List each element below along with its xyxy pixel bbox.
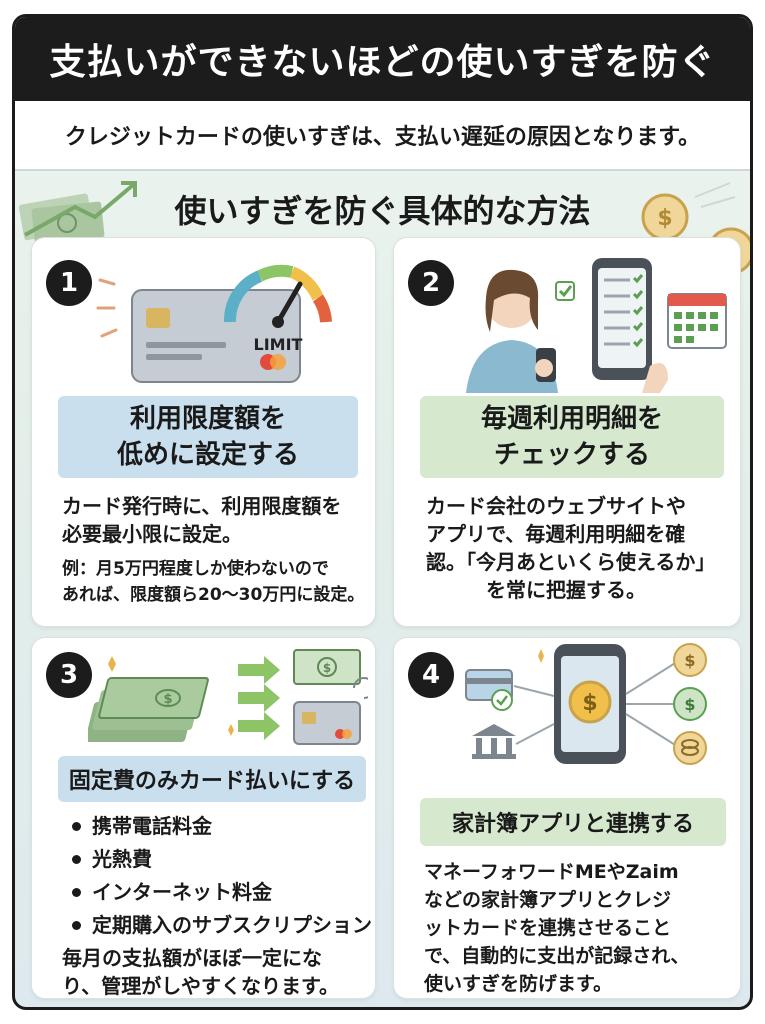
person-checking-phone-icon — [466, 258, 727, 393]
description-line: 毎月の支払額がほぼ一定にな — [62, 946, 322, 970]
limit-text: LIMIT — [254, 335, 303, 354]
step-number-badge: 3 — [46, 652, 92, 698]
list-item: インターネット料金 — [66, 876, 375, 909]
list-item: 定期購入のサブスクリプション — [66, 909, 375, 942]
method-description: マネーフォワードMEやZaim などの家計簿アプリとクレジ ットカードを連携させ… — [424, 858, 740, 998]
description-line: を常に把握する。 — [486, 578, 646, 602]
description-line: ットカードを連携させること — [424, 917, 672, 939]
method-card-4: 4 $ $ $ 家計 — [393, 637, 741, 999]
example-line: 例：月5万円程度しか使わないので — [62, 559, 329, 579]
description-line: で、自動的に支出が記録され、 — [424, 945, 690, 967]
list-item: 光熱費 — [66, 843, 375, 876]
description-line: 必要最小限に設定。 — [62, 522, 242, 546]
method-label-line: 低めに設定する — [116, 440, 299, 470]
step-number-badge: 4 — [408, 652, 454, 698]
method-label-line: チェックする — [493, 440, 650, 470]
credit-card-limit-icon: LIMIT — [96, 264, 332, 383]
fixed-cost-list: 携帯電話料金 光熱費 インターネット料金 定期購入のサブスクリプション — [66, 810, 375, 942]
method-example: 例：月5万円程度しか使わないので あれば、限度額ら20～30万円に設定。 — [62, 556, 375, 608]
method-label: 家計簿アプリと連携する — [420, 798, 726, 846]
step-number-badge: 2 — [408, 260, 454, 306]
svg-text:$: $ — [684, 651, 695, 670]
money-arrow-decoration — [18, 181, 137, 245]
description-line: マネーフォワードMEやZaim — [424, 861, 679, 883]
method-label-line: 利用限度額を — [129, 404, 286, 434]
method-card-2: 2 — [393, 237, 741, 627]
page-title: 支払いができないほどの使いすぎを防ぐ — [15, 17, 750, 101]
svg-text:$: $ — [684, 695, 695, 714]
svg-text:$: $ — [323, 661, 331, 675]
description-line: カード発行時に、利用限度額を — [62, 494, 342, 518]
description-line: 使いすぎを防げます。 — [424, 973, 613, 995]
method-card-1: 1 LIMIT 利用限度額を 低めに設定する カード発行時に、利用限度額を 必要… — [31, 237, 376, 627]
method-card-3: 3 $ $ 固定費のみカード払いにす — [31, 637, 376, 999]
cash-to-card-icon: $ $ — [88, 649, 368, 745]
method-description: カード会社のウェブサイトや アプリで、毎週利用明細を確 認。「今月あといくら使え… — [426, 492, 736, 604]
description-line: アプリで、毎週利用明細を確 — [426, 522, 686, 546]
method-label-line: 毎週利用明細を — [480, 404, 663, 434]
method-label: 固定費のみカード払いにする — [58, 756, 366, 802]
list-item: 携帯電話料金 — [66, 810, 375, 843]
method-label: 利用限度額を 低めに設定する — [58, 396, 358, 478]
step-number-badge: 1 — [46, 260, 92, 306]
budget-app-sync-icon: $ $ $ — [465, 643, 707, 765]
example-line: あれば、限度額ら20～30万円に設定。 — [62, 585, 365, 605]
description-line: り、管理がしやすくなります。 — [62, 974, 339, 998]
svg-text:$: $ — [582, 691, 597, 716]
description-line: などの家計簿アプリとクレジ — [424, 889, 672, 911]
section-heading: 使いすぎを防ぐ具体的な方法 — [174, 192, 591, 230]
method-description: 毎月の支払額がほぼ一定にな り、管理がしやすくなります。 — [62, 944, 372, 998]
description-line: カード会社のウェブサイトや — [426, 494, 686, 518]
description-line: 認。「今月あといくら使えるか」 — [426, 550, 716, 574]
svg-text:$: $ — [163, 692, 172, 707]
subtitle: クレジットカードの使いすぎは、支払い遅延の原因となります。 — [15, 101, 750, 171]
method-description: カード発行時に、利用限度額を 必要最小限に設定。 — [62, 492, 372, 548]
infographic-frame: 支払いができないほどの使いすぎを防ぐ クレジットカードの使いすぎは、支払い遅延の… — [12, 14, 753, 1010]
svg-text:$: $ — [657, 206, 672, 231]
method-label: 毎週利用明細を チェックする — [420, 396, 724, 478]
